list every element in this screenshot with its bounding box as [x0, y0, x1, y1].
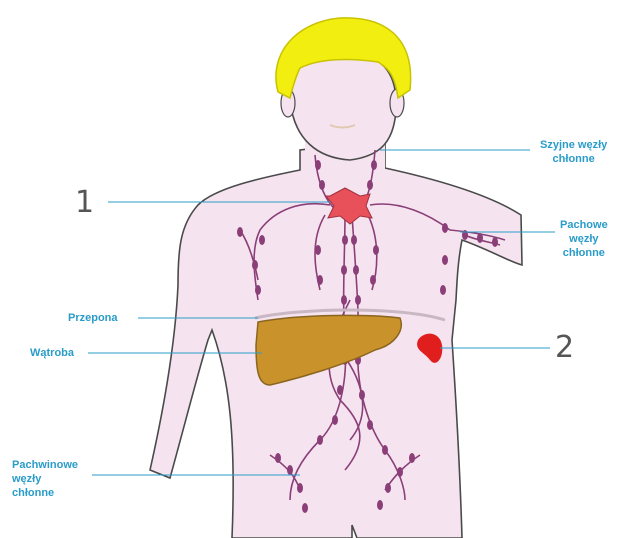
- label-axillary-nodes: Pachowe węzły chłonne: [560, 218, 608, 260]
- marker-2: 2: [555, 333, 574, 363]
- label-diaphragm: Przepona: [68, 311, 118, 325]
- marker-1: 1: [75, 188, 94, 218]
- label-neck-nodes: Szyjne węzły chłonne: [540, 138, 607, 166]
- label-liver: Wątroba: [30, 346, 74, 360]
- label-inguinal-nodes: Pachwinowe węzły chłonne: [12, 458, 78, 500]
